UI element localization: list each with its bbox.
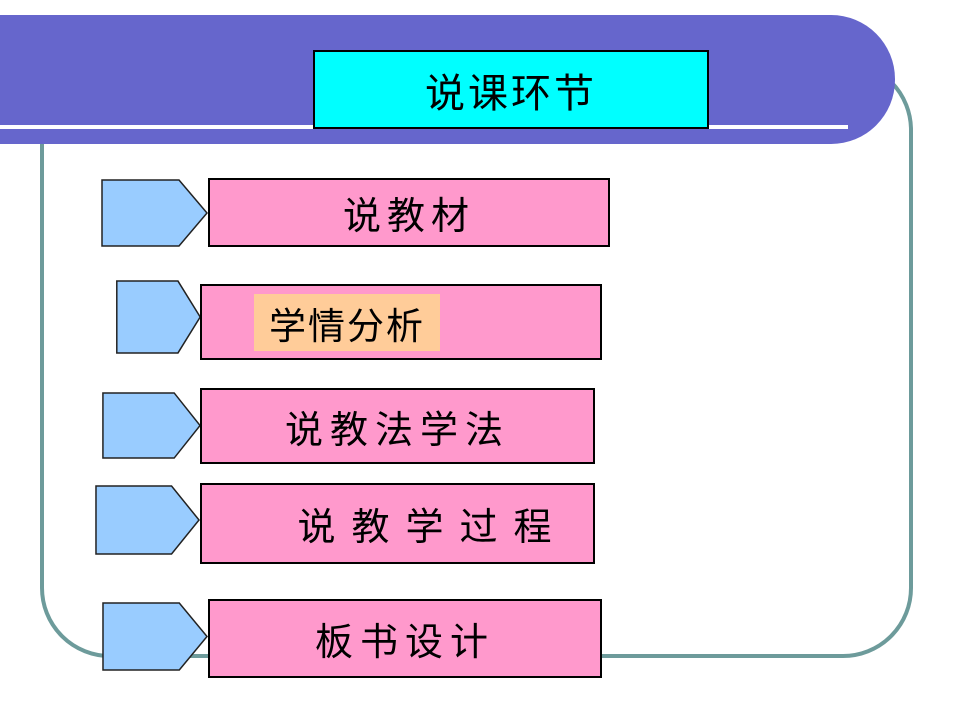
pentagon-arrow-icon <box>95 485 200 555</box>
item-box-teaching-material: 说教材 <box>208 178 610 247</box>
item-label: 板书设计 <box>314 620 495 664</box>
item-label-highlight: 学情分析 <box>254 294 440 351</box>
item-box-teaching-process: 说教学过程 <box>200 483 595 564</box>
item-label: 说教材 <box>342 194 475 238</box>
item-box-teaching-methods: 说教法学法 <box>200 388 595 464</box>
pentagon-arrow-icon <box>101 179 208 247</box>
item-box-board-design: 板书设计 <box>208 599 602 678</box>
slide-title-box: 说课环节 <box>313 50 709 129</box>
item-box-learner-analysis: 学情分析 <box>200 284 602 360</box>
pentagon-arrow-icon <box>102 392 201 459</box>
pentagon-arrow-icon <box>116 280 201 354</box>
content-frame-border <box>40 60 913 658</box>
slide-title: 说课环节 <box>425 70 597 117</box>
item-label: 说教法学法 <box>284 407 510 452</box>
item-label: 学情分析 <box>269 304 425 348</box>
pentagon-arrow-icon <box>102 602 208 671</box>
item-label: 说教学过程 <box>297 505 568 549</box>
